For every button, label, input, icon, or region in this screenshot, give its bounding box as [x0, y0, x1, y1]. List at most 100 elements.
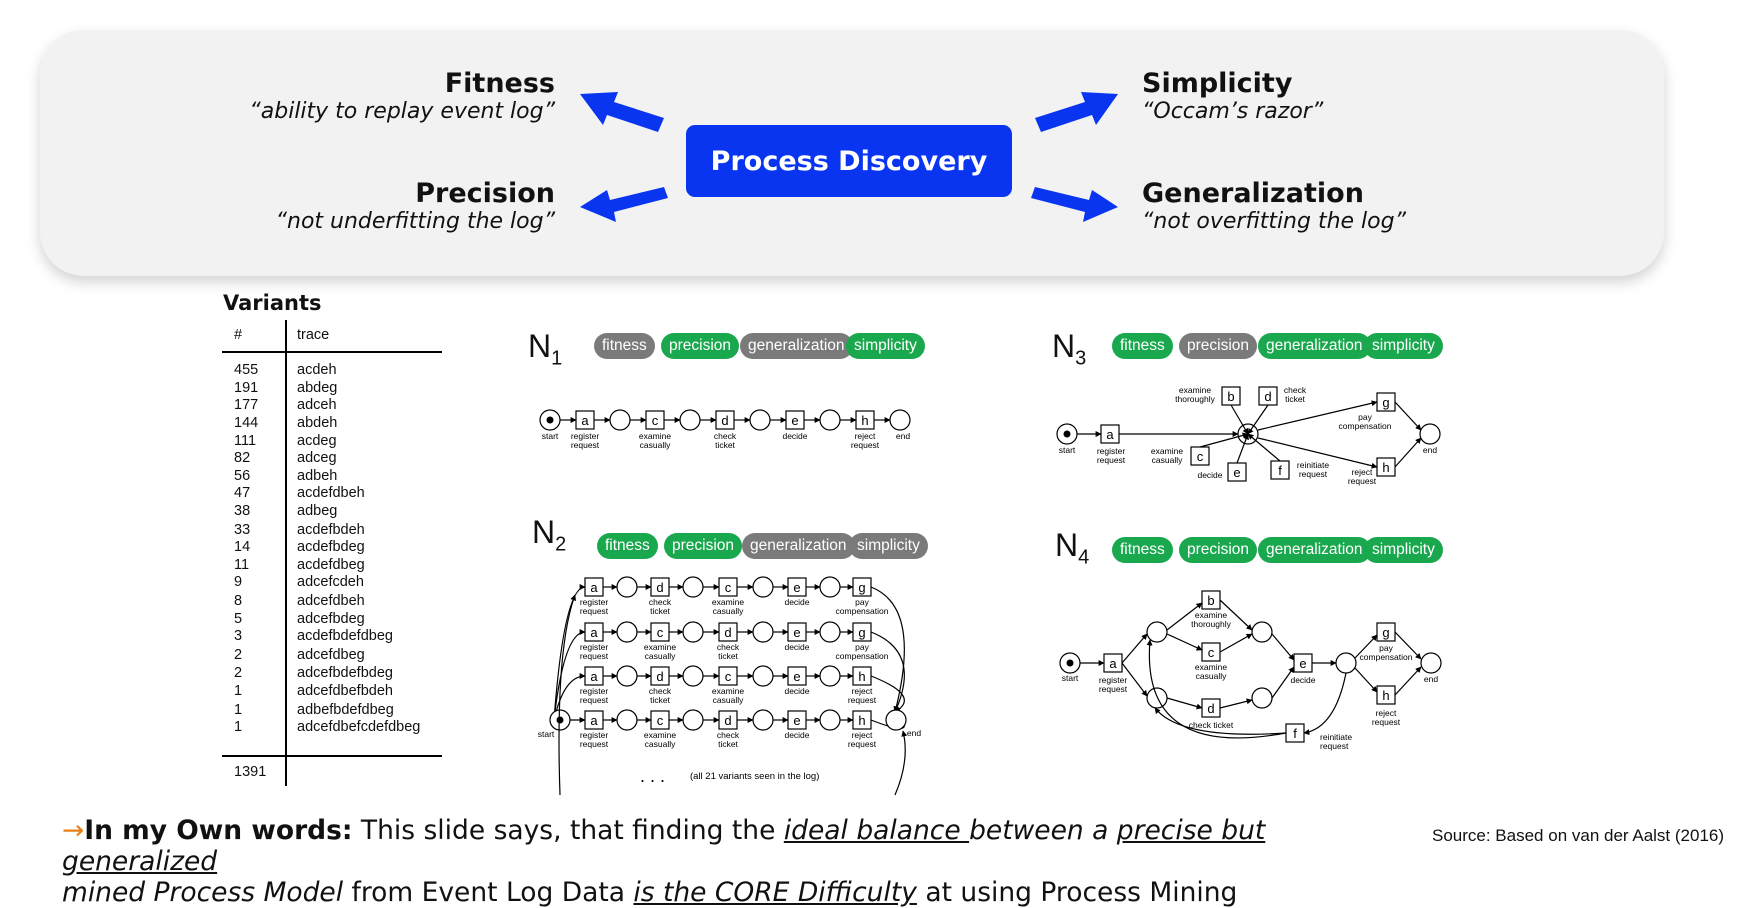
- tag-fitness: fitness: [1112, 333, 1173, 359]
- activity-label: examine: [1195, 610, 1227, 620]
- place: [609, 409, 631, 431]
- activity-label: register: [1097, 446, 1126, 456]
- transition-letter: e: [793, 713, 800, 728]
- variants-title: Variants: [223, 291, 322, 315]
- variant-count: 1: [234, 683, 243, 699]
- variant-count: 3: [234, 628, 243, 644]
- place: [819, 409, 841, 431]
- activity-label: decide: [1290, 675, 1315, 685]
- variant-count: 111: [234, 433, 257, 449]
- variant-count: 144: [234, 415, 259, 431]
- place: [819, 621, 841, 643]
- place: [682, 709, 704, 731]
- activity-label: decide: [784, 686, 809, 696]
- arc-curve: [870, 586, 905, 713]
- transition-letter: c: [725, 580, 732, 595]
- arc: [1257, 437, 1378, 469]
- transition-letter: d: [1264, 389, 1271, 404]
- token: [546, 416, 554, 424]
- activity-label: ticket: [650, 606, 670, 616]
- arc-curve: [558, 594, 576, 796]
- activity-label: compensation: [836, 606, 889, 616]
- activity-label: ticket: [1285, 394, 1305, 404]
- token: [556, 716, 564, 724]
- transition-letter: e: [1299, 656, 1306, 671]
- arc: [1271, 666, 1295, 699]
- process-discovery-box: Process Discovery: [686, 125, 1012, 197]
- transition-letter: g: [858, 625, 865, 640]
- variant-count: 11: [234, 557, 250, 573]
- transition-letter: a: [1109, 656, 1117, 671]
- tag-generalization: generalization: [1258, 333, 1371, 359]
- own-words-text: →In my Own words: This slide says, that …: [62, 815, 1266, 908]
- arc: [1121, 662, 1148, 697]
- transition-letter: h: [861, 413, 868, 428]
- activity-label: reject: [855, 431, 876, 441]
- activity-label: casually: [713, 606, 744, 616]
- arrow-precision-icon: [580, 187, 668, 222]
- activity-label: thoroughly: [1191, 619, 1231, 629]
- generalization-title: Generalization: [1142, 178, 1364, 209]
- place: [889, 409, 911, 431]
- activity-label: decide: [784, 597, 809, 607]
- variant-count: 2: [234, 647, 243, 663]
- activity-label: decide: [1197, 470, 1222, 480]
- net-n3-label: N3: [1052, 328, 1087, 370]
- transition-letter: g: [1382, 395, 1389, 410]
- col-trace-header: trace: [297, 327, 330, 343]
- transition-letter: c: [1197, 449, 1204, 464]
- place: [819, 709, 841, 731]
- transition-letter: e: [793, 669, 800, 684]
- activity-label: register: [580, 597, 609, 607]
- arc: [1394, 666, 1422, 696]
- token: [1066, 659, 1074, 667]
- transition-letter: a: [1106, 427, 1114, 442]
- activity-label: ticket: [715, 440, 735, 450]
- variant-trace: abdeh: [297, 415, 338, 431]
- precision-desc: “not underfitting the log”: [275, 209, 555, 234]
- transition-letter: a: [590, 580, 598, 595]
- activity-label: ticket: [718, 651, 738, 661]
- variant-trace: adbeg: [297, 503, 338, 519]
- activity-label: request: [1299, 469, 1328, 479]
- tag-simplicity: simplicity: [1364, 333, 1443, 359]
- activity-label: request: [848, 739, 877, 749]
- activity-label: register: [580, 642, 609, 652]
- activity-label: ticket: [718, 739, 738, 749]
- activity-label: request: [1372, 717, 1401, 727]
- arrow-generalization-icon: [1031, 187, 1118, 222]
- transition-letter: d: [1207, 701, 1214, 716]
- arc: [1166, 697, 1203, 710]
- transition-letter: c: [657, 625, 664, 640]
- tag-fitness: fitness: [597, 533, 658, 559]
- petri-nets: startaregisterrequestcexaminecasuallydch…: [538, 385, 1442, 796]
- place: [885, 709, 907, 731]
- place: [616, 621, 638, 643]
- activity-label: request: [580, 606, 609, 616]
- activity-label: compensation: [836, 651, 889, 661]
- activity-label: thoroughly: [1175, 394, 1215, 404]
- activity-label: end: [907, 728, 921, 738]
- arc-curve: [870, 675, 905, 713]
- activity-label: reinitiate: [1320, 732, 1352, 742]
- variant-count: 38: [234, 503, 251, 519]
- precision-title: Precision: [415, 178, 555, 209]
- place: [682, 621, 704, 643]
- activity-label: examine: [644, 642, 676, 652]
- activity-label: check: [717, 730, 740, 740]
- arc-curve: [553, 584, 586, 721]
- place: [1419, 423, 1441, 445]
- activity-label: request: [1320, 741, 1349, 751]
- activity-label: register: [1099, 675, 1128, 685]
- place: [752, 621, 774, 643]
- activity-label: check: [1284, 385, 1307, 395]
- variant-count: 9: [234, 574, 243, 590]
- variant-trace: abdeg: [297, 380, 338, 396]
- activity-label: examine: [1179, 385, 1211, 395]
- place: [752, 665, 774, 687]
- place: [679, 409, 701, 431]
- place: [752, 709, 774, 731]
- arc: [1219, 599, 1253, 631]
- process-discovery-label: Process Discovery: [710, 145, 988, 177]
- arc: [1247, 404, 1269, 435]
